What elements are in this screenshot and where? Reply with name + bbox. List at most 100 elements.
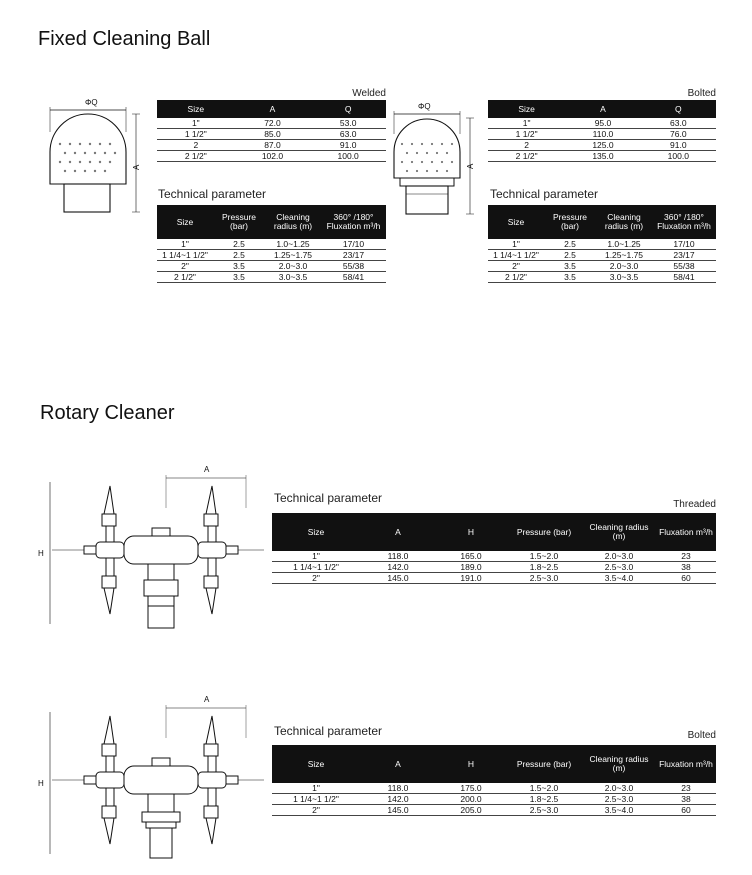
table-cell: 165.0 — [436, 551, 506, 562]
rotary-section-title: Rotary Cleaner — [40, 402, 175, 424]
col-header: Pressure (bar) — [506, 513, 582, 551]
table-cell: 1" — [272, 783, 360, 794]
table-cell: 55/38 — [321, 260, 386, 272]
table-cell: 175.0 — [436, 783, 506, 794]
table-cell: 63.0 — [640, 118, 716, 129]
dim-h-label: H — [38, 549, 44, 558]
dim-q-label: ΦQ — [85, 98, 98, 107]
table-cell: 191.0 — [436, 572, 506, 584]
bolted-ball-drawing: ΦQ A — [386, 98, 486, 222]
table-cell: 110.0 — [565, 128, 641, 140]
table-cell: 60 — [656, 572, 716, 584]
table-cell: 100.0 — [310, 150, 386, 162]
table-cell: 85.0 — [234, 128, 311, 140]
col-header: A — [360, 745, 436, 783]
table-cell: 3.5 — [213, 260, 265, 272]
table-cell: 72.0 — [234, 118, 311, 129]
table-cell: 200.0 — [436, 793, 506, 805]
table-cell: 100.0 — [640, 150, 716, 162]
col-header: Cleaning radius (m) — [265, 205, 321, 239]
table-cell: 2" — [157, 260, 213, 272]
table-cell: 1.25~1.75 — [596, 249, 652, 261]
col-header: A — [565, 100, 641, 118]
fixed-section-title: Fixed Cleaning Ball — [38, 28, 211, 50]
table-cell: 87.0 — [234, 139, 311, 151]
table-cell: 91.0 — [640, 139, 716, 151]
table-cell: 135.0 — [565, 150, 641, 162]
table-cell: 3.5~4.0 — [582, 804, 656, 816]
table-cell: 1" — [272, 551, 360, 562]
table-cell: 2.0~3.0 — [582, 551, 656, 562]
bolted-rotary-tech-table: Size A H Pressure (bar) Cleaning radius … — [272, 745, 716, 816]
threaded-tech-title: Technical parameter — [274, 491, 383, 505]
col-header: Cleaning radius (m) — [596, 205, 652, 239]
col-header: Pressure (bar) — [506, 745, 582, 783]
col-header: Size — [157, 100, 235, 118]
table-cell: 3.5 — [213, 271, 265, 283]
table-cell: 142.0 — [360, 561, 436, 573]
table-cell: 53.0 — [310, 118, 386, 129]
table-cell: 3.5 — [544, 260, 596, 272]
col-header: H — [436, 513, 506, 551]
table-cell: 1 1/2" — [157, 128, 235, 140]
table-cell: 1.0~1.25 — [596, 239, 652, 250]
table-cell: 189.0 — [436, 561, 506, 573]
table-cell: 1.8~2.5 — [506, 561, 582, 573]
col-header: Size — [488, 205, 544, 239]
table-cell: 38 — [656, 793, 716, 805]
table-cell: 1" — [488, 239, 544, 250]
table-cell: 2.5 — [213, 249, 265, 261]
table-cell: 1 1/4~1 1/2" — [272, 561, 360, 573]
table-cell: 1" — [488, 118, 566, 129]
table-cell: 102.0 — [234, 150, 311, 162]
table-cell: 2 1/2" — [157, 150, 235, 162]
table-cell: 76.0 — [640, 128, 716, 140]
col-header: Q — [640, 100, 716, 118]
col-header: A — [360, 513, 436, 551]
table-cell: 2.5 — [213, 239, 265, 250]
table-cell: 2 1/2" — [488, 271, 544, 283]
dim-a-label: A — [132, 164, 141, 170]
col-header: Pressure (bar) — [544, 205, 596, 239]
bolted-tech-table: Size Pressure (bar) Cleaning radius (m) … — [488, 205, 716, 283]
col-header: Pressure (bar) — [213, 205, 265, 239]
col-header: Cleaning radius (m) — [582, 513, 656, 551]
table-cell: 58/41 — [652, 271, 716, 283]
table-cell: 63.0 — [310, 128, 386, 140]
table-cell: 55/38 — [652, 260, 716, 272]
table-cell: 2.5~3.0 — [582, 561, 656, 573]
table-cell: 2.5 — [544, 239, 596, 250]
table-cell: 118.0 — [360, 783, 436, 794]
col-header: A — [234, 100, 311, 118]
dim-a-label: A — [204, 695, 210, 704]
col-header: Size — [272, 745, 360, 783]
table-cell: 2" — [272, 804, 360, 816]
bolted-rotary-tech-title: Technical parameter — [274, 724, 383, 738]
table-cell: 58/41 — [321, 271, 386, 283]
table-cell: 2.0~3.0 — [596, 260, 652, 272]
table-cell: 23 — [656, 783, 716, 794]
bolted-label: Bolted — [687, 88, 716, 99]
table-cell: 2 1/2" — [488, 150, 566, 162]
table-cell: 2" — [272, 572, 360, 584]
table-cell: 1" — [157, 239, 213, 250]
col-header: 360° /180° Fluxation m³/h — [321, 205, 386, 239]
table-cell: 2 — [488, 139, 566, 151]
table-cell: 2" — [488, 260, 544, 272]
table-cell: 3.5~4.0 — [582, 572, 656, 584]
table-cell: 2 — [157, 139, 235, 151]
col-header: Fluxation m³/h — [656, 513, 716, 551]
table-cell: 145.0 — [360, 572, 436, 584]
table-cell: 2.5~3.0 — [506, 572, 582, 584]
